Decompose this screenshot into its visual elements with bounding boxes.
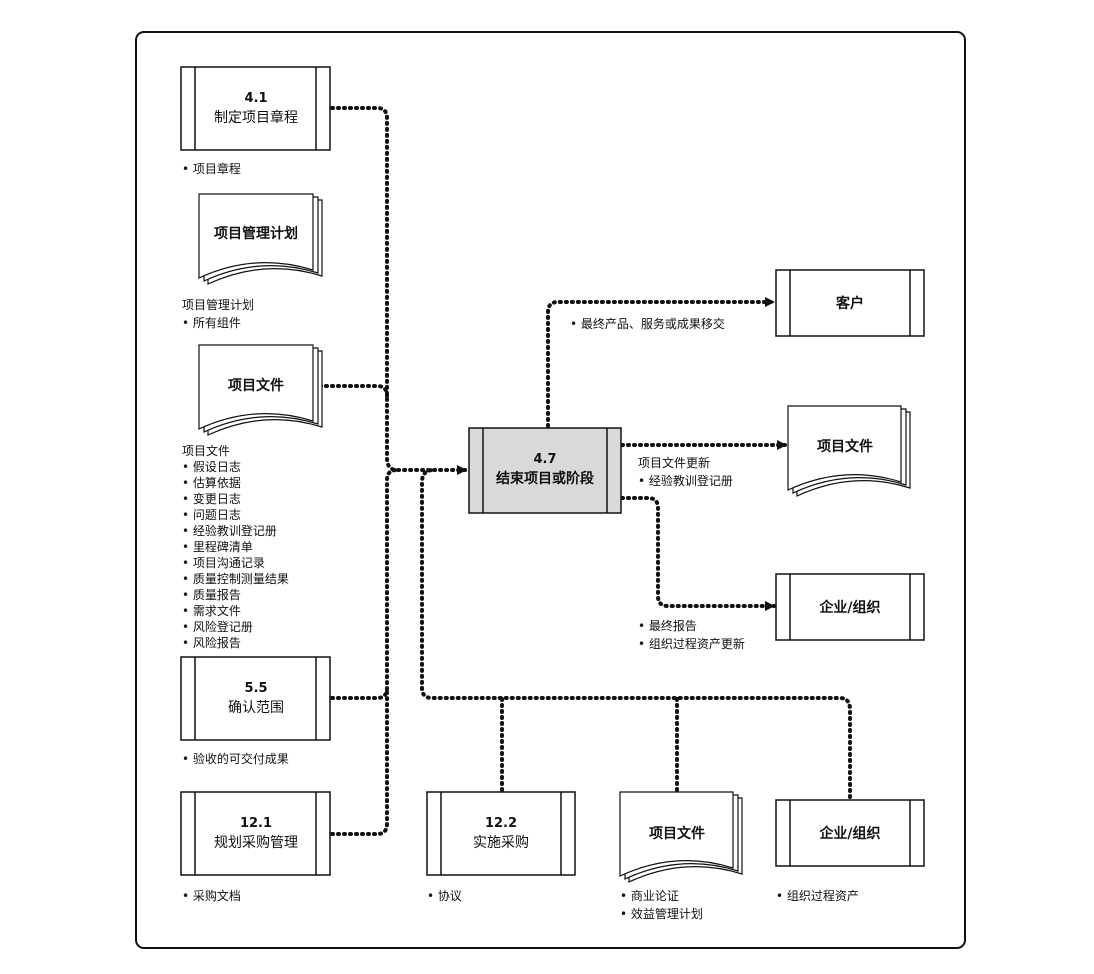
box-customer: 客户	[775, 269, 925, 337]
customer-item: • 最终产品、服务或成果移交	[570, 316, 725, 331]
svg-text:4.1: 4.1	[244, 91, 267, 106]
svg-text:制定项目章程: 制定项目章程	[214, 109, 298, 126]
svg-text:• 需求文件: • 需求文件	[182, 603, 241, 618]
svg-text:• 假设日志: • 假设日志	[182, 460, 241, 474]
org-in-item: • 组织过程资产	[776, 888, 859, 903]
docs2-item-2: • 效益管理计划	[620, 906, 703, 921]
svg-text:企业/组织: 企业/组织	[818, 825, 880, 842]
box-org-input: 企业/组织	[775, 799, 925, 867]
svg-text:规划采购管理: 规划采购管理	[214, 835, 298, 851]
outer-frame	[135, 31, 966, 949]
svg-text:项目文件: 项目文件	[182, 443, 230, 458]
svg-text:• 估算依据: • 估算依据	[182, 475, 241, 490]
p122-item: • 协议	[427, 888, 462, 903]
svg-text:12.2: 12.2	[485, 816, 517, 831]
svg-text:• 质量控制测量结果: • 质量控制测量结果	[182, 572, 289, 586]
p41-item: • 项目章程	[182, 161, 241, 176]
connector-p55	[330, 468, 399, 700]
connectors	[318, 106, 852, 836]
pmp-item: • 所有组件	[182, 316, 241, 330]
svg-text:• 经验教训登记册: • 经验教训登记册	[182, 523, 277, 538]
process-number: 4.7	[533, 452, 556, 467]
process-box-12-1: 12.1 规划采购管理	[180, 791, 331, 876]
svg-text:• 问题日志: • 问题日志	[182, 508, 241, 522]
svg-text:• 变更日志: • 变更日志	[182, 491, 241, 506]
svg-text:项目文件: 项目文件	[228, 377, 284, 394]
svg-text:企业/组织: 企业/组织	[818, 599, 880, 616]
svg-text:客户: 客户	[835, 295, 864, 312]
svg-text:项目管理计划: 项目管理计划	[214, 225, 298, 242]
process-title: 结束项目或阶段	[496, 470, 594, 487]
svg-text:• 项目沟通记录: • 项目沟通记录	[182, 556, 265, 570]
p55-item: • 验收的可交付成果	[182, 751, 289, 766]
svg-text:实施采购: 实施采购	[473, 835, 529, 851]
process-box-4-1: 4.1 制定项目章程	[180, 66, 331, 151]
svg-text:• 里程碑清单: • 里程碑清单	[182, 539, 253, 554]
org-out-item-2: • 组织过程资产更新	[638, 636, 745, 651]
svg-text:5.5: 5.5	[244, 681, 267, 696]
svg-text:• 风险报告: • 风险报告	[182, 635, 241, 650]
document-project-docs-bottom: 项目文件	[619, 791, 743, 883]
connector-p121	[330, 688, 389, 836]
svg-text:项目文件: 项目文件	[649, 825, 705, 842]
svg-text:确认范围: 确认范围	[228, 699, 284, 716]
docs-out-heading: 项目文件更新	[638, 455, 710, 470]
process-box-12-2: 12.2 实施采购	[426, 791, 576, 876]
svg-text:• 风险登记册: • 风险登记册	[182, 619, 253, 634]
process-box-5-5: 5.5 确认范围	[180, 656, 331, 741]
document-project-docs: 项目文件	[198, 344, 323, 436]
process-box-4-7: 4.7 结束项目或阶段	[468, 427, 622, 514]
docs-out-item: • 经验教训登记册	[638, 473, 733, 488]
svg-text:12.1: 12.1	[240, 816, 272, 831]
svg-text:• 质量报告: • 质量报告	[182, 587, 241, 602]
pmp-heading: 项目管理计划	[182, 297, 254, 312]
document-pmp: 项目管理计划	[198, 193, 323, 285]
docs2-item-1: • 商业论证	[620, 888, 679, 903]
p121-item: • 采购文档	[182, 888, 241, 903]
org-out-item-1: • 最终报告	[638, 618, 697, 633]
box-org-output: 企业/组织	[775, 573, 925, 641]
connector-docs	[318, 384, 389, 398]
svg-text:项目文件: 项目文件	[817, 438, 873, 455]
arrow-to-org-out	[620, 496, 776, 611]
arrow-p41-to-process	[330, 106, 468, 475]
docs-list: 项目文件 • 假设日志 • 估算依据 • 变更日志 • 问题日志 • 经验教训登…	[182, 443, 289, 650]
arrow-to-customer	[546, 297, 776, 428]
document-docs-out: 项目文件	[787, 405, 911, 497]
connector-bottom-bus	[420, 468, 852, 805]
